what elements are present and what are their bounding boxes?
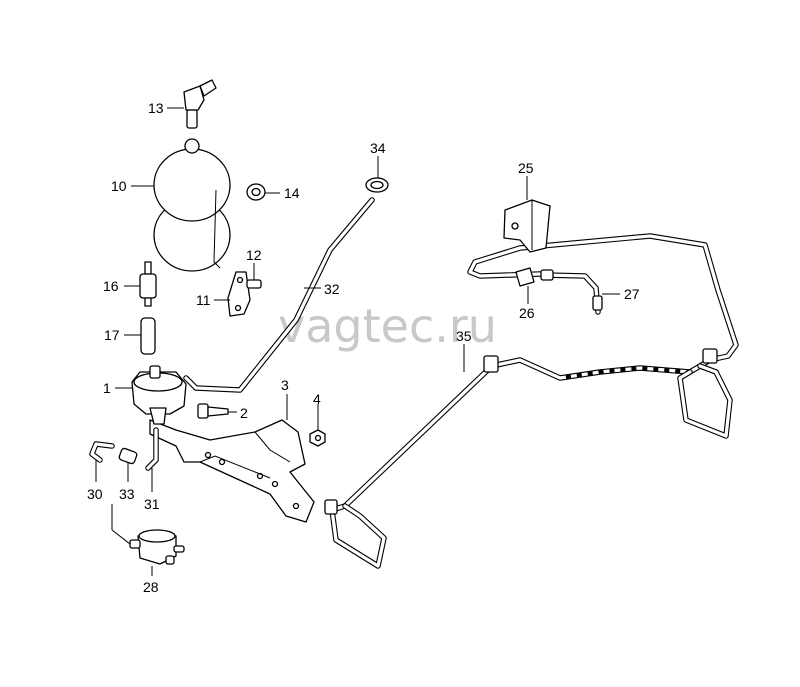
leader-lines [95,107,620,576]
bracket-11 [227,271,251,317]
callout-1: 1 [103,380,111,396]
callout-13: 13 [148,100,164,116]
vacuum-reservoir-10 [153,138,231,272]
callout-12: 12 [246,247,262,263]
hose-27 [540,269,603,315]
callout-2: 2 [240,405,248,421]
callout-31: 31 [144,496,160,512]
nut-4 [309,429,326,447]
grommet-14 [246,183,266,201]
connector-26 [515,267,535,287]
callout-14: 14 [284,185,300,201]
bolt-2 [197,403,229,419]
callout-labels: 13 10 14 12 11 16 17 1 2 3 4 34 32 25 26… [87,100,640,595]
elbow-hose-31 [145,427,159,471]
vacuum-line-35 [324,233,739,569]
callout-4: 4 [313,391,321,407]
callout-3: 3 [281,377,289,393]
watermark-text: vagtec.ru [278,299,497,353]
solenoid-valve-28 [129,529,185,565]
callout-34: 34 [370,140,386,156]
screw-12 [246,279,262,289]
check-valve-16 [139,261,157,307]
callout-26: 26 [519,305,535,321]
hose-piece-17 [140,317,156,355]
callout-28: 28 [143,579,159,595]
vacuum-line-32 [183,197,375,393]
callout-32: 32 [324,281,340,297]
callout-30: 30 [87,486,103,502]
callout-35: 35 [456,328,472,344]
vacuum-unit-1 [131,365,187,425]
callout-33: 33 [119,486,135,502]
hose-33 [118,447,138,465]
callout-16: 16 [103,278,119,294]
callout-25: 25 [518,160,534,176]
callout-10: 10 [111,178,127,194]
callout-27: 27 [624,286,640,302]
bracket-plate-3 [149,419,315,523]
hose-clamp-34 [365,177,389,193]
hose-30 [89,441,115,463]
callout-11: 11 [196,292,211,308]
elbow-connector-13 [183,79,217,129]
bracket-25 [503,199,551,253]
callout-17: 17 [104,327,120,343]
